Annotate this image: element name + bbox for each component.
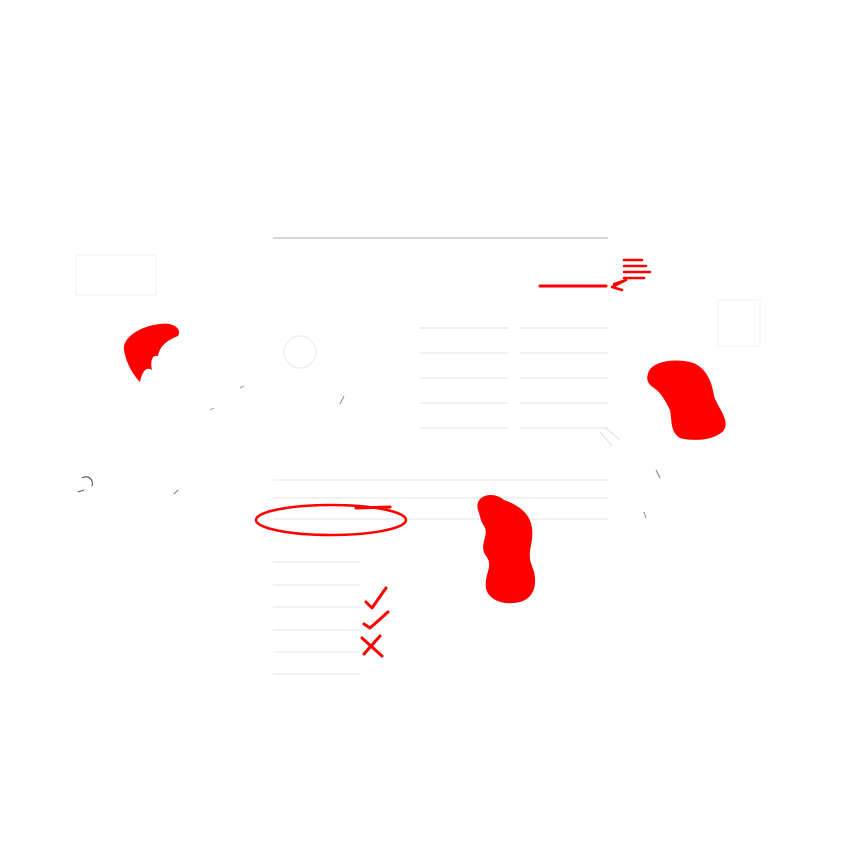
text-lines-mark	[622, 258, 652, 280]
arrow-mark	[610, 278, 628, 292]
check-mark	[364, 586, 388, 610]
hair-shape	[477, 495, 536, 604]
underline-mark	[354, 505, 392, 510]
sketch-stroke	[239, 385, 245, 389]
sketch-stroke	[173, 489, 179, 495]
right-figure-red-hair	[599, 299, 761, 519]
document-page	[273, 237, 608, 675]
cross-mark	[360, 634, 384, 658]
mini-card	[717, 299, 761, 347]
center-figure-red-hair	[477, 495, 536, 604]
left-figure-red-hair	[77, 323, 245, 495]
annotation-marks	[254, 258, 652, 658]
hair-shape	[123, 323, 180, 382]
sketch-stroke	[209, 407, 215, 411]
sketch-stroke	[339, 395, 345, 405]
left-mini-panel	[75, 254, 157, 296]
document-list	[273, 561, 360, 675]
sketch-stroke	[599, 427, 621, 447]
mini-panel-frame	[75, 254, 157, 296]
sketch-stroke	[643, 511, 647, 519]
hair-shape	[647, 360, 726, 440]
circle-highlight	[254, 503, 408, 537]
check-mark	[362, 610, 390, 630]
document-table	[273, 327, 608, 520]
image-placeholder-icon	[283, 335, 317, 369]
sketch-stroke	[81, 476, 93, 487]
sketch-stroke	[77, 489, 85, 493]
sketch-stroke	[655, 469, 661, 479]
